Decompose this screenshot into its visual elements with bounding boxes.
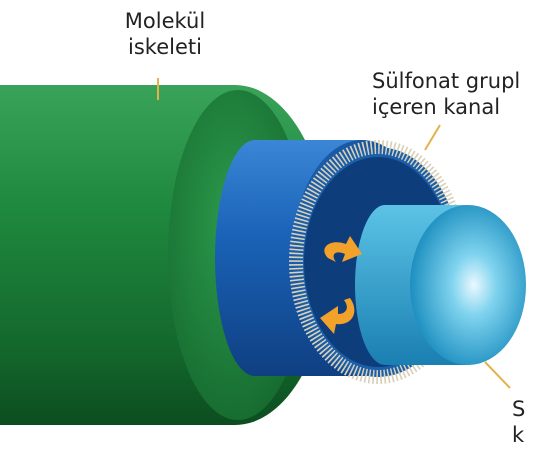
sulfonate-label: Sülfonat grupl içeren kanal xyxy=(372,68,520,120)
backbone-label: Molekül iskeleti xyxy=(110,8,220,60)
sulfonate-leader-line xyxy=(424,124,441,151)
core-label-line2: k xyxy=(512,423,525,447)
sulfonate-label-line2: içeren kanal xyxy=(372,95,501,119)
curved-arrow-icon xyxy=(320,236,362,334)
core-label: S k xyxy=(512,396,525,448)
sulfonate-label-line1: Sülfonat grupl xyxy=(372,69,521,93)
core-leader-line xyxy=(484,361,511,389)
inner-core xyxy=(355,205,526,365)
backbone-label-line1: Molekül xyxy=(124,9,206,33)
backbone-label-line2: iskeleti xyxy=(128,35,202,59)
core-label-line1: S xyxy=(512,397,526,421)
